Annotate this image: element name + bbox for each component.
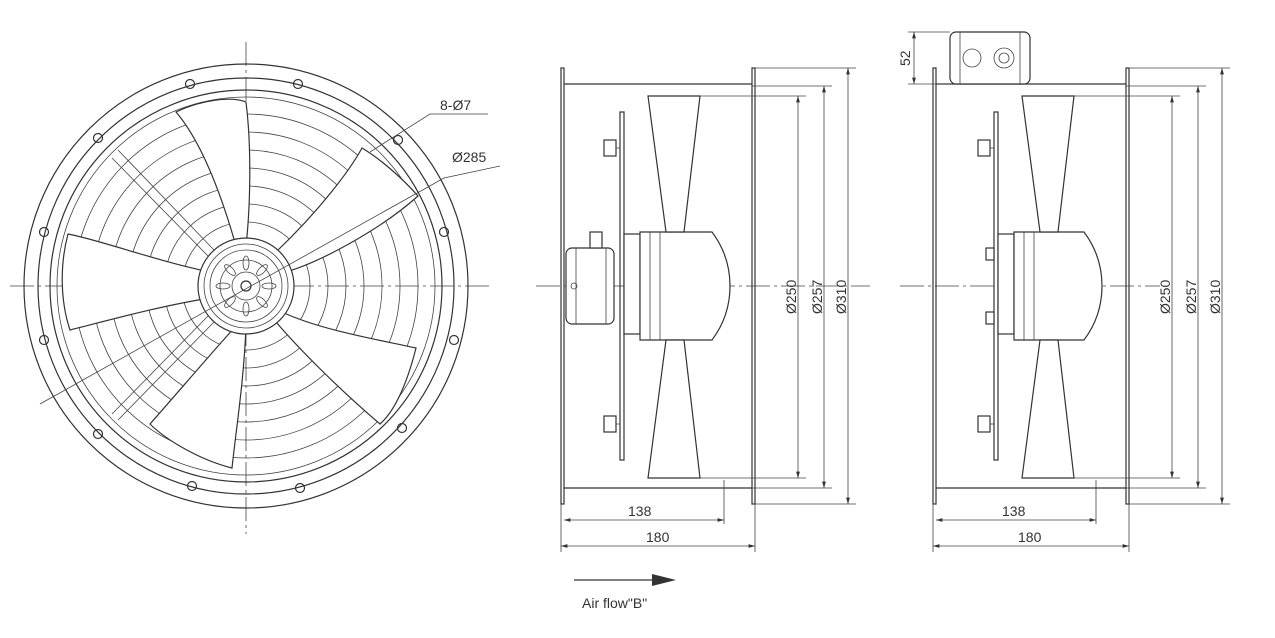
side-view-b: Ø250 Ø257 Ø310 138 180: [536, 67, 870, 552]
side-a-blade-top: [1021, 95, 1075, 233]
side-b-dia-outer: Ø310: [833, 280, 849, 314]
side-a-flange-right: [1125, 67, 1130, 505]
side-b-depth-total: 180: [646, 529, 670, 545]
bolt-circle-label: Ø285: [452, 149, 486, 165]
side-b-dimensions: Ø250 Ø257 Ø310 138 180: [560, 67, 856, 552]
side-a-bolts: [977, 139, 995, 433]
guard-outer-ring: [56, 96, 436, 476]
side-b-blade-top: [647, 95, 701, 233]
side-b-flange-left: [560, 67, 565, 505]
holes-label: 8-Ø7: [440, 97, 471, 113]
side-a-dia-blade: Ø250: [1157, 280, 1173, 314]
side-a-depth-total: 180: [1018, 529, 1042, 545]
side-b-terminal-box: [565, 231, 615, 325]
side-a-motor: [997, 231, 1103, 341]
side-a-box-height: 52: [897, 50, 913, 66]
airflow-label: Air flow"B": [582, 595, 647, 611]
holes-leader: [369, 113, 488, 153]
side-a-box-height-dim: 52: [897, 31, 950, 85]
side-b-motor: [623, 231, 731, 341]
side-a-flange-left: [932, 67, 937, 505]
mounting-holes: [38, 78, 460, 494]
side-a-dia-outer: Ø310: [1207, 280, 1223, 314]
side-b-bolts: [603, 139, 620, 433]
fan-blades: [61, 98, 419, 469]
side-b-dia-inner: Ø257: [809, 280, 825, 314]
airflow-indicator: Air flow"B": [574, 574, 676, 611]
side-b-depth-inner: 138: [628, 503, 652, 519]
side-a-terminal-box: [949, 31, 1031, 85]
duct-inner-ring: [49, 89, 443, 483]
bolt-circle-leader: [39, 165, 501, 405]
side-a-dimensions: Ø250 Ø257 Ø310 138 180: [932, 67, 1230, 552]
side-a-depth-inner: 138: [1002, 503, 1026, 519]
flange-ring: [37, 77, 455, 495]
airflow-arrow-head: [652, 574, 676, 586]
front-view: 8-Ø7 Ø285: [10, 42, 501, 534]
side-b-flange-right: [751, 67, 756, 505]
side-a-dia-inner: Ø257: [1183, 280, 1199, 314]
side-view-a: 52: [897, 31, 1230, 552]
motor-hub: [197, 237, 295, 335]
side-b-dia-blade: Ø250: [783, 280, 799, 314]
side-a-blade-bottom: [1021, 339, 1075, 479]
flange-outer-ring: [23, 63, 469, 509]
side-b-blade-bottom: [647, 339, 701, 479]
